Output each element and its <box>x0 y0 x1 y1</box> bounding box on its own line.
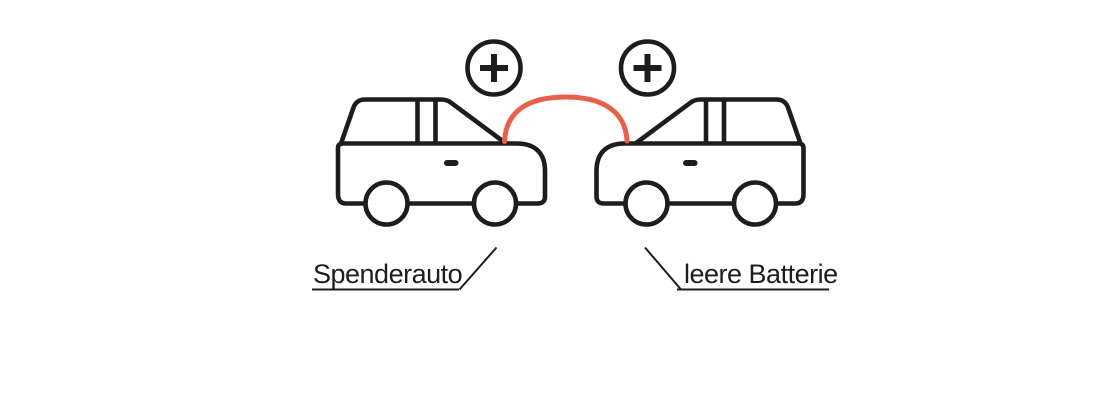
jumper-cable <box>502 94 630 144</box>
label-lines <box>312 246 829 291</box>
ink-linework <box>338 42 804 225</box>
donor-label-leader-line <box>458 246 498 291</box>
plus-icon <box>468 42 521 95</box>
donor-car-label: Spenderauto <box>313 259 462 289</box>
receiver-car-label: leere Batterie <box>684 259 838 289</box>
plus-icon <box>621 42 674 95</box>
receiver-label-leader-line <box>644 246 682 291</box>
receiver-car <box>597 100 804 225</box>
labels: Spenderauto leere Batterie <box>313 259 838 289</box>
